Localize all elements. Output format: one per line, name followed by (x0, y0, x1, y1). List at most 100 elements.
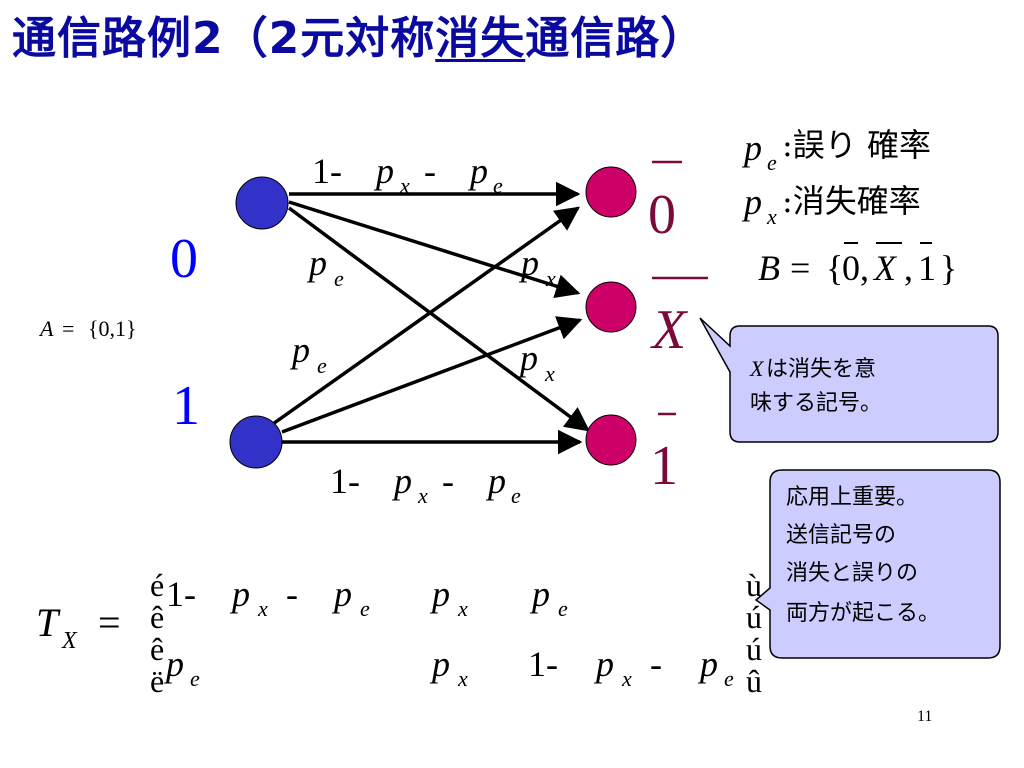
svg-text:p: p (331, 574, 352, 614)
callout-erasure: X は消失を意 味する記号。 (699, 317, 999, 443)
svg-text:X: X (872, 248, 898, 288)
svg-text:x: x (417, 483, 428, 508)
svg-text:e: e (511, 483, 521, 508)
output-label-0: 0 (648, 184, 676, 246)
input-label-1: 1 (172, 375, 200, 437)
svg-text:1-: 1- (166, 574, 196, 614)
svg-text:x: x (399, 173, 410, 198)
svg-text:両方が起こる。: 両方が起こる。 (786, 601, 940, 626)
svg-text:p: p (593, 644, 614, 684)
svg-text:p: p (518, 243, 539, 283)
svg-text:p: p (306, 243, 327, 283)
svg-text:e: e (334, 266, 344, 291)
svg-text:{0,1}: {0,1} (88, 316, 137, 341)
svg-text:-: - (650, 644, 662, 684)
edge-labels-middle: p e p x p e p x (289, 243, 556, 386)
svg-text:1-: 1- (312, 151, 342, 191)
svg-text:=: = (62, 316, 74, 341)
svg-text:ê: ê (150, 631, 164, 667)
arrow-1-to-X (281, 316, 583, 434)
svg-text:x: x (544, 361, 555, 386)
legend: p e :誤り 確率 p x :消失確率 (741, 126, 931, 229)
page-number: 11 (917, 708, 933, 725)
svg-text:p: p (741, 128, 762, 168)
svg-text:B: B (758, 248, 780, 288)
svg-text:=: = (98, 600, 121, 645)
svg-text:p: p (163, 644, 184, 684)
arrow-0-to-1 (287, 206, 590, 432)
input-node-0 (235, 176, 289, 230)
svg-text:e: e (190, 666, 200, 691)
svg-text:-: - (286, 574, 298, 614)
svg-text:A: A (38, 316, 54, 341)
svg-text:p: p (289, 330, 310, 370)
svg-text:x: x (457, 596, 468, 621)
svg-text:X: X (749, 356, 765, 381)
svg-text:x: x (545, 266, 556, 291)
svg-text:ú: ú (746, 631, 762, 667)
svg-text:p: p (429, 644, 450, 684)
svg-text:ë: ë (150, 663, 164, 699)
svg-text:x: x (621, 666, 632, 691)
svg-text:p: p (697, 644, 718, 684)
svg-text:x: x (766, 204, 777, 229)
edge-label-top: 1- p x - p e (312, 151, 503, 198)
svg-text:ù: ù (746, 567, 762, 603)
arrow-1-to-0 (268, 206, 580, 428)
svg-text:T: T (36, 600, 61, 645)
arrow-0-to-X (288, 200, 581, 299)
output-node-X (585, 281, 637, 333)
svg-text:p: p (229, 574, 250, 614)
svg-text:ê: ê (150, 599, 164, 635)
input-node-1 (229, 415, 283, 469)
svg-text:e: e (317, 353, 327, 378)
svg-text:p: p (391, 461, 412, 501)
svg-text:p: p (529, 574, 550, 614)
svg-text:e: e (558, 596, 568, 621)
svg-text:p: p (517, 338, 538, 378)
svg-text:x: x (457, 666, 468, 691)
svg-text:味する記号。: 味する記号。 (750, 391, 882, 416)
output-node-0 (585, 166, 637, 218)
svg-text:応用上重要。: 応用上重要。 (786, 485, 918, 510)
transition-arrows (268, 181, 590, 455)
svg-text:=: = (790, 248, 810, 288)
svg-text:送信記号の: 送信記号の (786, 523, 896, 548)
set-A: A = {0,1} (38, 316, 137, 341)
svg-text:e: e (767, 150, 777, 175)
svg-text:ú: ú (746, 599, 762, 635)
svg-text:x: x (257, 596, 268, 621)
svg-text:p: p (485, 461, 506, 501)
set-B: B = { 0 , X , 1 } (758, 242, 957, 288)
svg-text:é: é (150, 567, 164, 603)
output-label-1: 1 (650, 435, 678, 497)
legend-pe-desc: :誤り 確率 (782, 126, 931, 164)
callout-important: 応用上重要。 送信記号の 消失と誤りの 両方が起こる。 (754, 469, 1001, 659)
svg-text:û: û (746, 663, 762, 699)
title-underlined: 消失 (435, 13, 526, 64)
output-node-1 (585, 414, 637, 466)
svg-text:{: { (826, 248, 843, 288)
svg-text:p: p (741, 182, 762, 222)
edge-label-bottom: 1- p x - p e (330, 461, 521, 508)
svg-text:p: p (429, 574, 450, 614)
svg-text:-: - (442, 461, 454, 501)
svg-text:,: , (904, 248, 913, 288)
svg-text:1: 1 (918, 248, 936, 288)
svg-text:e: e (360, 596, 370, 621)
input-label-0: 0 (170, 228, 198, 290)
svg-text:0: 0 (842, 248, 860, 288)
svg-text:1-: 1- (528, 644, 558, 684)
svg-text:-: - (424, 151, 436, 191)
svg-text:e: e (724, 666, 734, 691)
svg-text:1-: 1- (330, 461, 360, 501)
output-label-X: X (650, 299, 689, 361)
svg-text:p: p (467, 151, 488, 191)
svg-text:p: p (373, 151, 394, 191)
svg-text:消失と誤りの: 消失と誤りの (786, 561, 918, 586)
svg-text:,: , (860, 248, 869, 288)
svg-text:}: } (940, 248, 957, 288)
legend-px-desc: :消失確率 (782, 182, 921, 220)
transition-matrix: T X = é ê ê ë 1- p x - p e p x p e p e p… (36, 567, 762, 699)
